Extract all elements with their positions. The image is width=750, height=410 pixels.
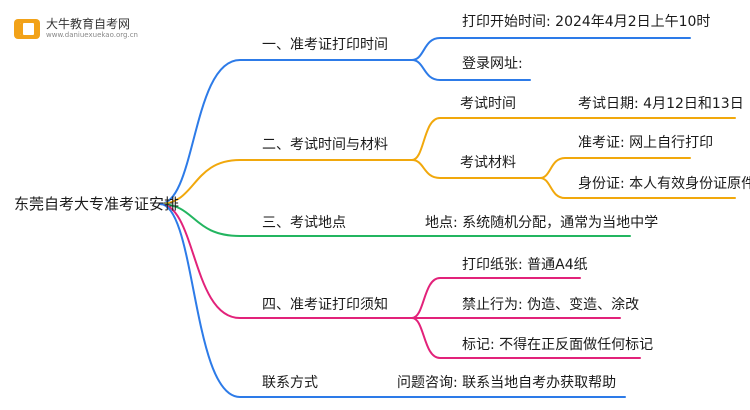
root-to-branch-2-line [159, 159, 413, 205]
root-to-branch-4-line [159, 203, 413, 319]
branch-4-leaf-1: 打印纸张: 普通A4纸 [462, 257, 588, 273]
branch-2-sub-2-leaf-2: 身份证: 本人有效身份证原件 [578, 176, 750, 192]
branch-1-leaf-1-line [411, 37, 691, 61]
branch-2-sub-2-line [411, 159, 541, 179]
branch-4-leaf-3: 标记: 不得在正反面做任何标记 [462, 337, 654, 353]
root-to-branch-1-line [159, 59, 413, 205]
book-icon [14, 18, 40, 39]
branch-1-leaf-1: 打印开始时间: 2024年4月2日上午10时 [462, 14, 711, 30]
branch-2-sub-2-leaf-1: 准考证: 网上自行打印 [578, 135, 714, 151]
branch-2-sub-1: 考试时间 [460, 96, 516, 112]
root-to-branch-5-line [159, 203, 413, 398]
branch-3-leaf-1: 地点: 系统随机分配，通常为当地中学 [425, 215, 659, 231]
branch-4-leaf-3-line [411, 317, 641, 359]
branch-2-sub-1-leaf-1: 考试日期: 4月12日和13日 [578, 96, 744, 112]
branch-5-node: 联系方式 [262, 375, 318, 391]
branch-4-node: 四、准考证打印须知 [262, 297, 388, 313]
branch-2-node: 二、考试时间与材料 [262, 137, 388, 153]
root-to-branch-3-line [159, 203, 413, 237]
site-logo: 大牛教育自考网 www.daniuexuekao.org.cn [14, 17, 138, 40]
branch-2-sub-2: 考试材料 [460, 155, 516, 171]
logo-url: www.daniuexuekao.org.cn [46, 31, 138, 39]
branch-1-leaf-2: 登录网址: [462, 56, 523, 72]
branch-3-node: 三、考试地点 [262, 215, 346, 231]
branch-1-leaf-2-line [411, 59, 531, 81]
logo-name: 大牛教育自考网 [46, 17, 131, 31]
branch-4-leaf-2: 禁止行为: 伪造、变造、涂改 [462, 297, 640, 313]
branch-2-sub-2-leaf-2-line [539, 177, 736, 199]
branch-5-leaf-1: 问题咨询: 联系当地自考办获取帮助 [397, 375, 617, 391]
branch-2-sub-1-line [411, 117, 561, 161]
branch-1-node: 一、准考证打印时间 [262, 37, 388, 53]
root-node: 东莞自考大专准考证安排 [14, 195, 180, 213]
branch-4-leaf-1-line [411, 277, 581, 319]
branch-2-sub-2-leaf-1-line [539, 157, 691, 179]
